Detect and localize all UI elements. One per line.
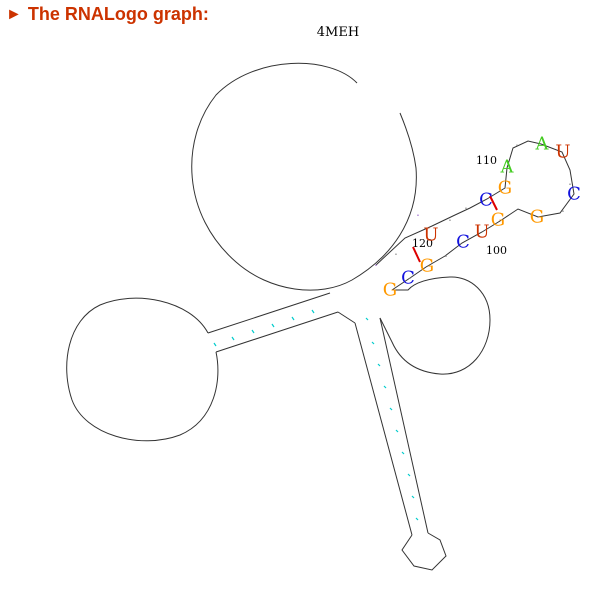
svg-text:•: • [562, 209, 565, 215]
section-header: ► The RNALogo graph: [6, 4, 209, 25]
triangle-right-icon: ► [6, 5, 22, 23]
position-label-120: 120 [412, 237, 433, 250]
lower-stem-strand-b [379, 317, 429, 534]
left-loop [66, 297, 219, 442]
nucleotide-a: A [535, 134, 550, 155]
lower-stem-strand-a [354, 322, 413, 536]
svg-text:•: • [409, 276, 412, 282]
svg-text:•: • [395, 252, 398, 258]
structure-title: 4MEH [317, 25, 359, 40]
nucleotide-letters: G C G U C G A A U C G G U C [383, 134, 581, 301]
section-title: The RNALogo graph: [27, 4, 209, 24]
left-stem-strand-a [207, 292, 331, 334]
left-stem-strand-b [215, 311, 339, 353]
svg-text:•: • [465, 206, 468, 212]
nucleotide-u: U [474, 222, 489, 243]
hairpin-strand-5p [375, 140, 575, 291]
nucleotide-a: A [500, 157, 515, 178]
position-label-100: 100 [486, 244, 507, 257]
small-backbone-marks: • • • • • • • • • • [375, 143, 572, 282]
rna-backbone [66, 62, 575, 571]
nucleotide-g: G [383, 280, 397, 301]
upper-loop [191, 62, 417, 291]
nucleotide-g: G [498, 178, 512, 199]
nucleotide-u: U [555, 142, 570, 163]
tertiary-links [412, 195, 498, 263]
nucleotide-g: G [491, 210, 505, 231]
svg-text:•: • [449, 218, 452, 224]
svg-text:•: • [569, 182, 572, 188]
svg-text:•: • [516, 143, 519, 149]
right-small-loop [379, 276, 491, 375]
nucleotide-c: C [401, 268, 415, 289]
nucleotide-u: U [423, 225, 438, 246]
svg-text:•: • [375, 263, 378, 269]
base-pair-bonds [213, 309, 419, 521]
svg-text:•: • [417, 213, 420, 219]
svg-text:•: • [445, 254, 448, 260]
position-label-110: 110 [476, 154, 497, 167]
nucleotide-g: G [530, 207, 544, 228]
nucleotide-c: C [456, 232, 470, 253]
bottom-loop [401, 532, 447, 571]
nucleotide-c: C [479, 190, 493, 211]
nucleotide-g: G [420, 256, 434, 277]
nucleotide-c: C [567, 184, 581, 205]
junction-link [337, 311, 356, 324]
